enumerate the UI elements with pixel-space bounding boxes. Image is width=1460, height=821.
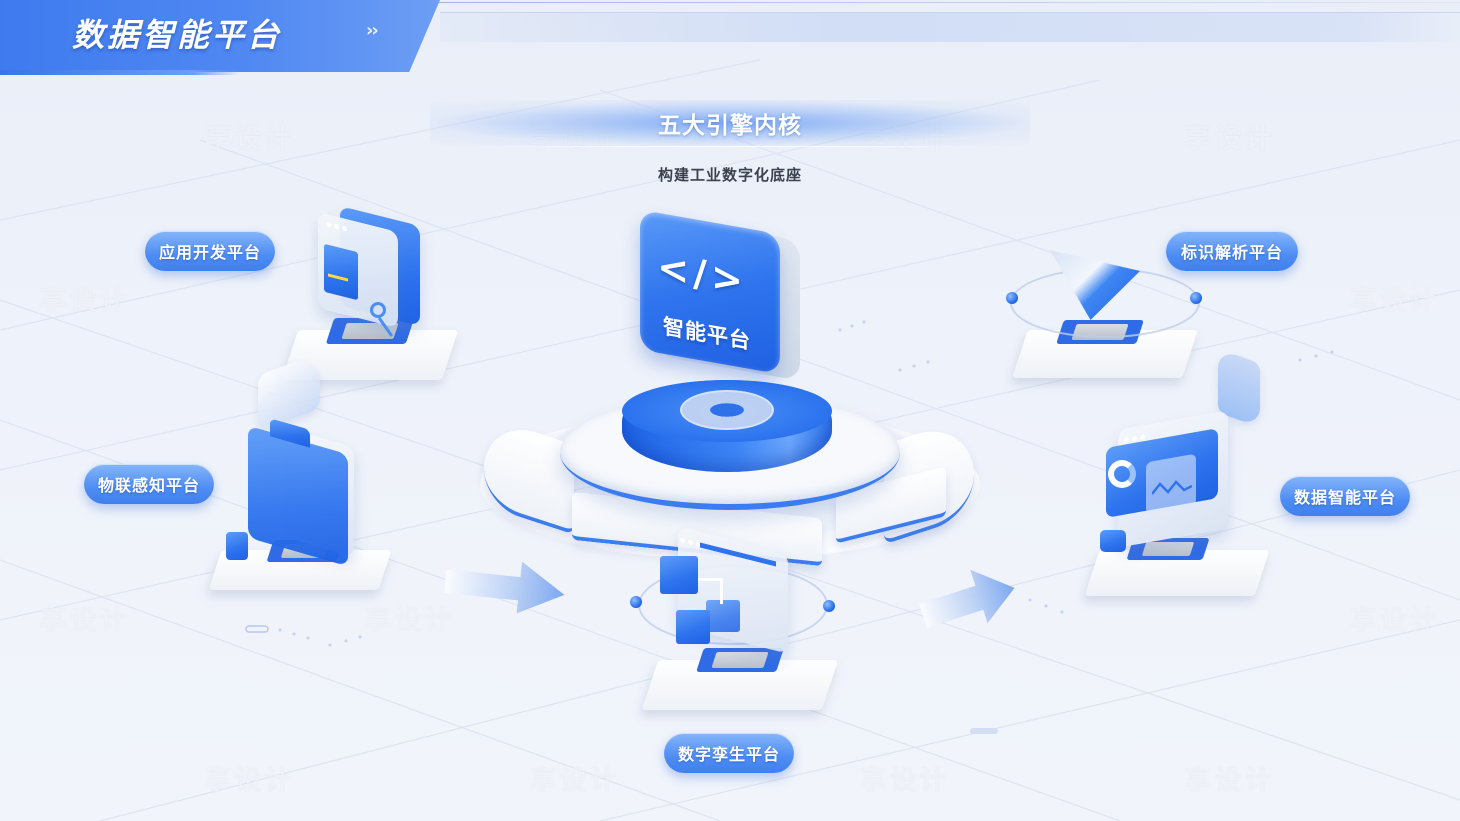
watermark: 享设计 xyxy=(205,766,296,796)
watermark: 享设计 xyxy=(40,606,131,636)
watermark: 享设计 xyxy=(365,606,456,636)
watermark: 享设计 xyxy=(860,766,951,796)
pill-digital-twin[interactable]: 数字孪生平台 xyxy=(664,733,794,773)
pill-iot[interactable]: 物联感知平台 xyxy=(84,464,214,504)
section-title-underline xyxy=(460,146,1000,147)
pill-data-intel[interactable]: 数据智能平台 xyxy=(1280,476,1410,516)
page-title: 数据智能平台 xyxy=(72,16,283,54)
flow-arrow-icon xyxy=(443,554,568,618)
orbit-node-icon xyxy=(823,600,835,612)
header-track xyxy=(440,12,1460,42)
watermark: 享设计 xyxy=(40,286,131,316)
section-title: 五大引擎内核 xyxy=(658,113,802,139)
double-chevron-right-icon[interactable]: ›› xyxy=(366,20,379,41)
orbit-node-icon xyxy=(630,596,642,608)
flow-arrow-icon xyxy=(914,559,1023,642)
chip-icon xyxy=(325,318,415,344)
pill-identity[interactable]: 标识解析平台 xyxy=(1166,231,1298,271)
flow-arrow-icon xyxy=(258,352,320,432)
section-subtitle: 构建工业数字化底座 xyxy=(657,166,802,184)
header-accent-bar xyxy=(0,70,240,75)
watermark: 享设计 xyxy=(1350,606,1441,636)
core-disc-hole xyxy=(680,390,774,430)
watermark: 享设计 xyxy=(1185,766,1276,796)
header-divider xyxy=(400,2,1460,3)
section-title-bar xyxy=(430,100,1030,146)
chip-icon xyxy=(696,648,784,672)
orbit-node-icon xyxy=(1006,292,1018,304)
pill-app-dev[interactable]: 应用开发平台 xyxy=(145,231,275,271)
orbit-node-icon xyxy=(1190,292,1202,304)
watermark: 享设计 xyxy=(530,766,621,796)
header-banner xyxy=(0,0,440,72)
watermark: 享设计 xyxy=(1350,286,1441,316)
